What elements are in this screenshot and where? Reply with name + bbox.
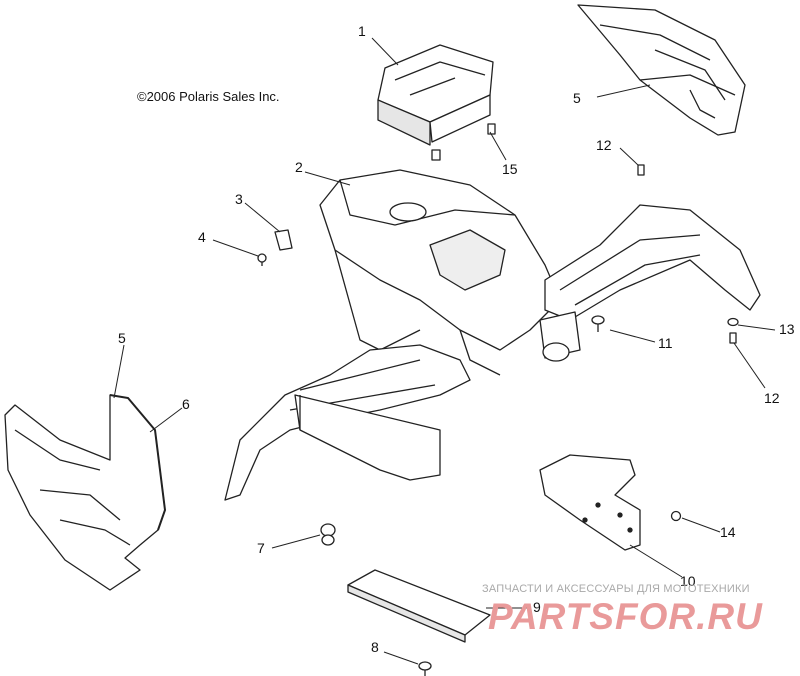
callout-15: 15	[502, 161, 518, 177]
callout-13: 13	[779, 321, 795, 337]
part-10-heat-shield	[539, 454, 641, 551]
part-4-screw	[257, 253, 267, 266]
part-1-top-cover	[377, 44, 496, 161]
part-2-front-body	[319, 169, 561, 376]
callout-9: 9	[533, 599, 541, 615]
part-5-6-left-side-panel	[4, 394, 166, 591]
callout-10: 10	[680, 573, 696, 589]
part-9-bottom-panel	[347, 569, 491, 643]
leader-lines	[113, 37, 776, 665]
part-12-lower-screw	[729, 332, 737, 344]
part-3-clip	[274, 229, 293, 251]
part-12-upper-screw	[637, 164, 645, 176]
callout-4: 4	[198, 229, 206, 245]
copyright-notice: ©2006 Polaris Sales Inc.	[137, 89, 280, 104]
callout-8: 8	[371, 639, 379, 655]
callout-5-upper: 5	[573, 90, 581, 106]
part-2-right-fender	[539, 204, 761, 362]
callout-7: 7	[257, 540, 265, 556]
part-5-upper-side-panel	[577, 4, 746, 136]
part-14-nut	[670, 510, 682, 522]
callout-5-lower: 5	[118, 330, 126, 346]
part-8-screw	[418, 661, 432, 676]
callout-12-upper: 12	[596, 137, 612, 153]
part-7-grommet	[320, 523, 336, 546]
callout-6: 6	[182, 396, 190, 412]
callout-3: 3	[235, 191, 243, 207]
callout-2: 2	[295, 159, 303, 175]
callout-14: 14	[720, 524, 736, 540]
watermark-caption: ЗАПЧАСТИ И АКСЕССУАРЫ ДЛЯ МОТОТЕХНИКИ	[482, 583, 750, 595]
callout-1: 1	[358, 23, 366, 39]
part-11-rivet	[591, 315, 605, 332]
callout-11: 11	[658, 335, 673, 351]
part-2-left-fender	[224, 344, 471, 501]
watermark-logo: PARTSFOR.RU	[488, 596, 763, 637]
callout-12-lower: 12	[764, 390, 780, 406]
part-13-washer	[727, 317, 739, 327]
